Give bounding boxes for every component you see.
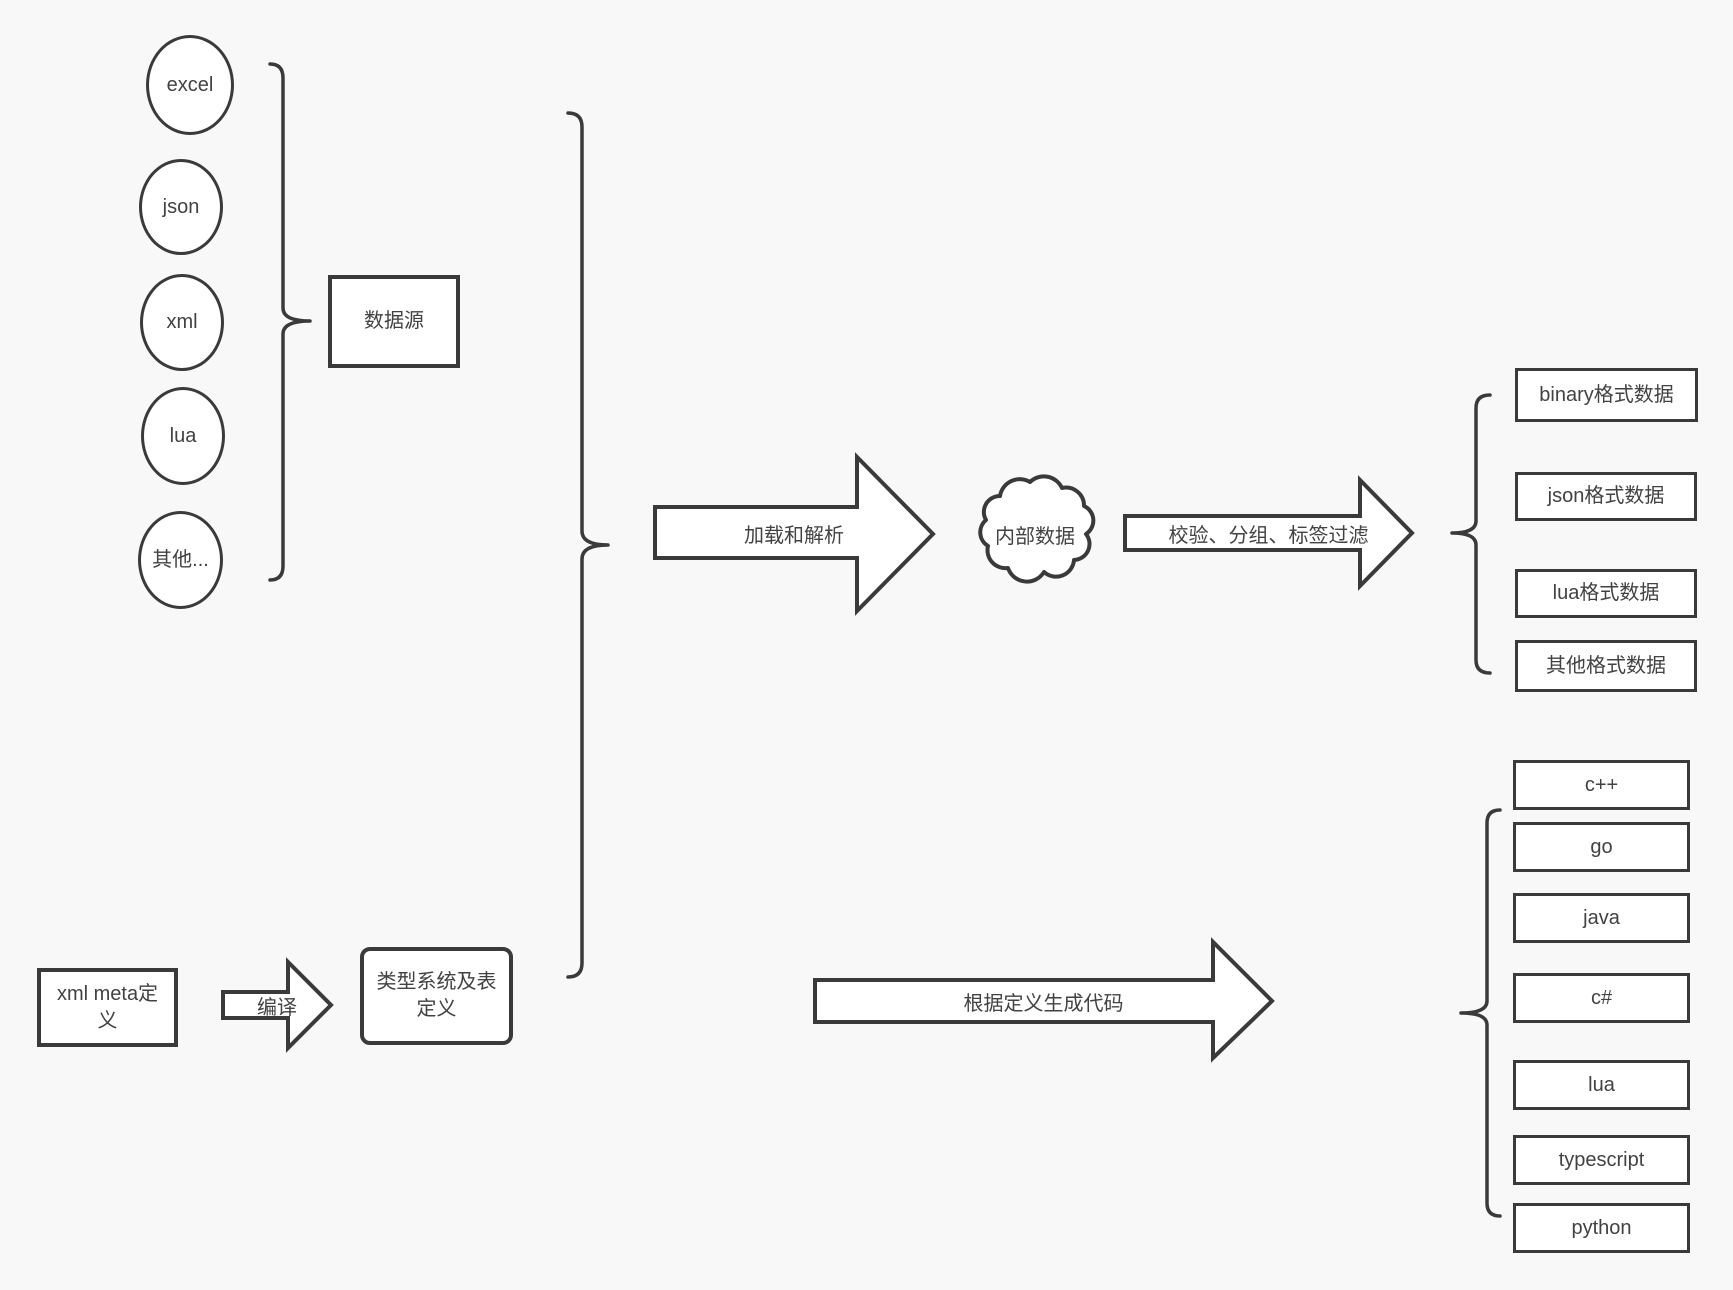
- xml-meta-box: xml meta定 义: [37, 968, 178, 1047]
- source-node-label: excel: [166, 73, 214, 96]
- language-box-python: python: [1513, 1203, 1690, 1253]
- language-box-typescript: typescript: [1513, 1135, 1690, 1185]
- language-box-csharp: c#: [1513, 973, 1690, 1023]
- source-node-label: json: [162, 195, 200, 218]
- source-node-lua: lua: [141, 387, 225, 485]
- language-label: typescript: [1558, 1148, 1645, 1171]
- source-node-label: lua: [169, 424, 197, 447]
- output-format-label: json格式数据: [1547, 485, 1665, 507]
- output-format-other: 其他格式数据: [1515, 640, 1697, 692]
- filter-arrow-label: 校验、分组、标签过滤: [1168, 524, 1369, 547]
- language-label: c#: [1590, 986, 1613, 1009]
- compile-arrow-label: 编译: [257, 996, 297, 1019]
- type-system-label: 类型系统及表 定义: [376, 971, 497, 1020]
- brace-inputs-group: [566, 111, 610, 979]
- language-label: java: [1583, 906, 1620, 929]
- load-parse-arrow: [653, 452, 936, 616]
- source-node-other: 其他...: [138, 511, 223, 609]
- source-node-label: xml: [166, 311, 198, 333]
- language-label: python: [1571, 1216, 1632, 1239]
- load-parse-arrow-label: 加载和解析: [744, 524, 844, 547]
- source-node-json: json: [139, 159, 223, 255]
- language-box-cpp: c++: [1513, 760, 1690, 810]
- output-format-lua: lua格式数据: [1515, 569, 1697, 618]
- compile-arrow: [221, 957, 334, 1053]
- source-node-xml: xml: [140, 274, 224, 371]
- type-system-box: 类型系统及表 定义: [360, 947, 513, 1045]
- codegen-arrow-label: 根据定义生成代码: [963, 992, 1124, 1015]
- output-format-label: lua格式数据: [1552, 582, 1660, 604]
- language-box-lua: lua: [1513, 1060, 1690, 1110]
- output-format-binary: binary格式数据: [1515, 368, 1698, 422]
- brace-sources: [268, 62, 312, 582]
- internal-data-cloud: [978, 474, 1096, 584]
- source-node-excel: excel: [146, 35, 234, 135]
- data-source-box: 数据源: [328, 275, 460, 368]
- brace-output-formats: [1450, 393, 1492, 675]
- output-format-label: binary格式数据: [1539, 383, 1674, 406]
- filter-arrow: [1123, 475, 1415, 591]
- language-box-go: go: [1513, 822, 1690, 872]
- source-node-label: 其他...: [152, 548, 209, 571]
- language-label: go: [1590, 835, 1613, 858]
- output-format-json: json格式数据: [1515, 472, 1697, 521]
- brace-languages: [1459, 808, 1502, 1218]
- data-source-label: 数据源: [364, 310, 424, 332]
- language-label: lua: [1588, 1073, 1615, 1096]
- internal-data-label: 内部数据: [995, 525, 1075, 548]
- codegen-arrow: [813, 937, 1275, 1063]
- language-box-java: java: [1513, 893, 1690, 943]
- output-format-label: 其他格式数据: [1546, 654, 1666, 677]
- xml-meta-label: xml meta定 义: [56, 982, 159, 1032]
- language-label: c++: [1584, 773, 1619, 796]
